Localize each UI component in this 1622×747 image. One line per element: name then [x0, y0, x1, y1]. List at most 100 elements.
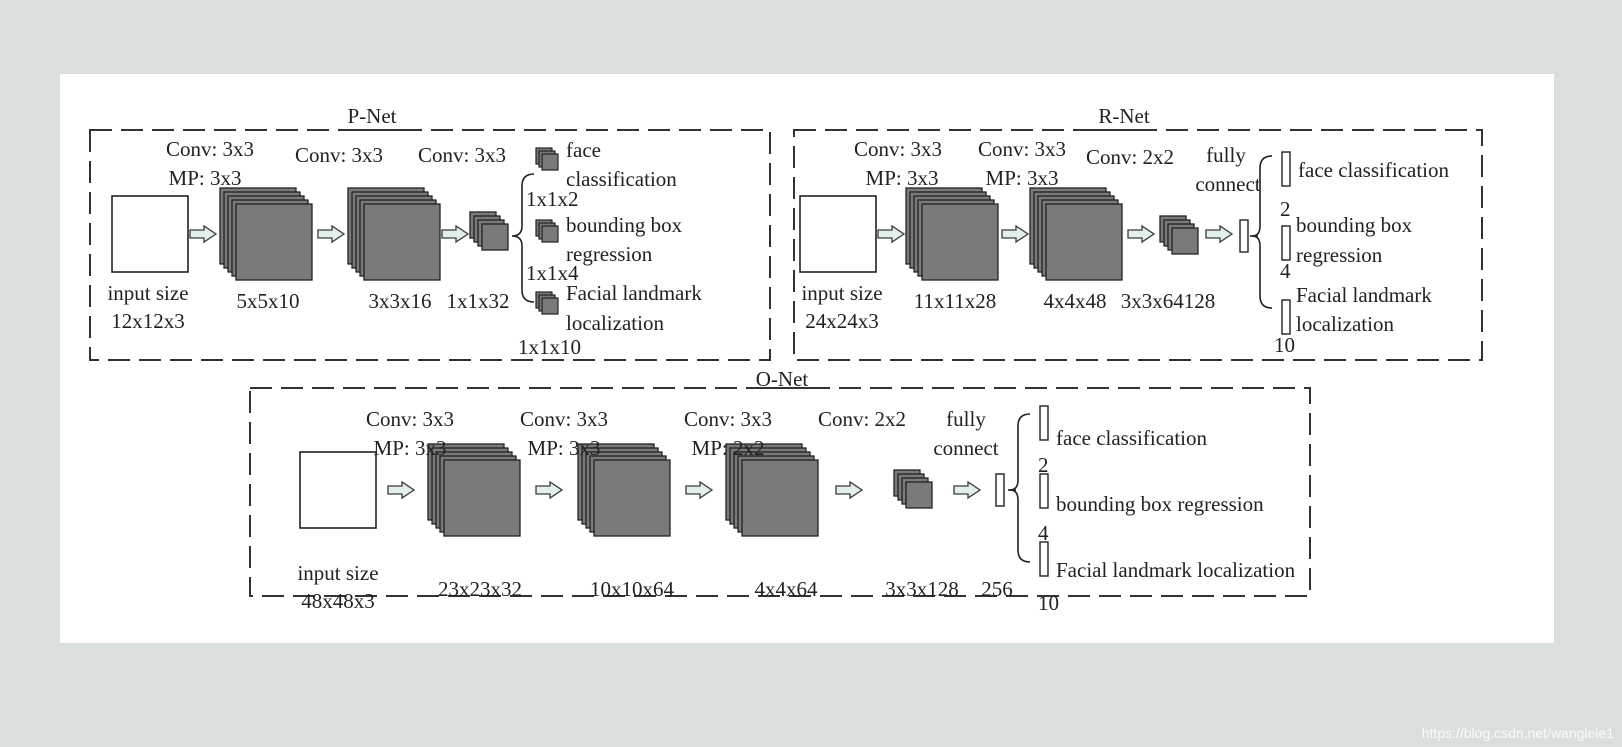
onet-layer3-mp: MP: 2x2: [692, 436, 765, 460]
onet-arrow-2: [535, 481, 563, 499]
pnet-feature-map-1: [219, 187, 313, 281]
rnet-feature-map-2: [1029, 187, 1123, 281]
onet-arrow-5: [953, 481, 981, 499]
pnet-feature-map-3: [469, 211, 509, 251]
rnet-out3-label: Facial landmark: [1296, 283, 1432, 307]
diagram-panel: P-Net: [60, 74, 1554, 643]
pnet-size-3: 1x1x32: [447, 289, 510, 313]
rnet-fc-label: fully: [1206, 143, 1246, 167]
onet-size-4: 3x3x128: [885, 577, 959, 601]
rnet-out3-vector: [1281, 299, 1291, 335]
onet-out3-label: Facial landmark localization: [1056, 558, 1296, 582]
rnet-arrow-1: [877, 225, 905, 243]
onet-out2-label: bounding box regression: [1056, 492, 1264, 516]
pnet-arrow-2: [317, 225, 345, 243]
rnet-feature-map-1: [905, 187, 999, 281]
onet-layer4-conv: Conv: 2x2: [818, 407, 906, 431]
pnet-out3-size: 1x1x10: [518, 335, 581, 359]
onet-arrow-4: [835, 481, 863, 499]
pnet-arrow-1: [189, 225, 217, 243]
pnet-out3-label: Facial landmark: [566, 281, 702, 305]
onet-input-label: input size: [297, 561, 378, 585]
onet-feature-map-1: [427, 443, 521, 537]
rnet-layer2-mp: MP: 3x3: [986, 166, 1059, 190]
onet-fc-label: fully: [946, 407, 986, 431]
rnet-title: R-Net: [1098, 104, 1149, 128]
onet-out3-size: 10: [1038, 591, 1059, 615]
mtcnn-architecture-diagram: P-Net: [89, 104, 1483, 615]
rnet-out1-vector: [1281, 151, 1291, 187]
pnet-input-size: 12x12x3: [111, 309, 185, 333]
onet-layer2-conv: Conv: 3x3: [520, 407, 608, 431]
rnet-input-size: 24x24x3: [805, 309, 879, 333]
pnet-size-1: 5x5x10: [237, 289, 300, 313]
onet-out1-vector: [1039, 405, 1049, 441]
rnet-arrow-3: [1127, 225, 1155, 243]
rnet-arrow-2: [1001, 225, 1029, 243]
onet-feature-map-3: [725, 443, 819, 537]
rnet-out1-size: 2: [1280, 197, 1291, 221]
onet-layer3-conv: Conv: 3x3: [684, 407, 772, 431]
pnet-layer1-mp: MP: 3x3: [169, 166, 242, 190]
rnet-out2-size: 4: [1280, 259, 1291, 283]
pnet-out2-label-2: regression: [566, 242, 653, 266]
pnet-out1-label-2: classification: [566, 167, 677, 191]
pnet-out1-label: face: [566, 138, 601, 162]
rnet-out3-label-2: localization: [1296, 312, 1394, 336]
rnet-fc-vector: [1239, 219, 1249, 253]
rnet-size-1: 11x11x28: [914, 289, 996, 313]
onet-out2-vector: [1039, 473, 1049, 509]
rnet-input-label: input size: [801, 281, 882, 305]
pnet-output-cube-2: [535, 219, 559, 243]
watermark: https://blog.csdn.net/wanglele1: [1421, 725, 1614, 741]
rnet-out1-label: face classification: [1298, 158, 1449, 182]
rnet-layer3-conv: Conv: 2x2: [1086, 145, 1174, 169]
rnet-size-3: 3x3x64128: [1121, 289, 1216, 313]
pnet-input-square: [111, 195, 189, 273]
pnet-out2-size: 1x1x4: [526, 261, 579, 285]
rnet-feature-map-3: [1159, 215, 1199, 255]
pnet-output-cube-3: [535, 291, 559, 315]
pnet-frame: [89, 129, 771, 361]
onet-size-2: 10x10x64: [590, 577, 675, 601]
onet-fc-vector: [995, 473, 1005, 507]
rnet-out3-size: 10: [1274, 333, 1295, 357]
rnet-layer2-conv: Conv: 3x3: [978, 137, 1066, 161]
rnet-layer1-conv: Conv: 3x3: [854, 137, 942, 161]
pnet-size-2: 3x3x16: [369, 289, 432, 313]
onet-layer1-mp: MP: 3x3: [374, 436, 447, 460]
pnet-layer1-conv: Conv: 3x3: [166, 137, 254, 161]
rnet-out2-label-2: regression: [1296, 243, 1383, 267]
onet-arrow-1: [387, 481, 415, 499]
rnet-block: R-Net: [793, 104, 1483, 361]
onet-size-3: 4x4x64: [755, 577, 819, 601]
pnet-out1-size: 1x1x2: [526, 187, 579, 211]
pnet-output-cube-1: [535, 147, 559, 171]
onet-fc-label-2: connect: [933, 436, 998, 460]
rnet-fc-label-2: connect: [1195, 172, 1260, 196]
onet-output-brace: [1009, 413, 1031, 563]
pnet-arrow-3: [441, 225, 469, 243]
pnet-out3-label-2: localization: [566, 311, 664, 335]
rnet-out2-label: bounding box: [1296, 213, 1413, 237]
rnet-out2-vector: [1281, 225, 1291, 261]
rnet-output-brace: [1251, 155, 1273, 309]
rnet-arrow-4: [1205, 225, 1233, 243]
onet-layer1-conv: Conv: 3x3: [366, 407, 454, 431]
pnet-title: P-Net: [348, 104, 397, 128]
pnet-input-label: input size: [107, 281, 188, 305]
onet-arrow-3: [685, 481, 713, 499]
onet-input-square: [299, 451, 377, 529]
pnet-layer2-conv: Conv: 3x3: [295, 143, 383, 167]
onet-out3-vector: [1039, 541, 1049, 577]
onet-block: O-Net: [249, 367, 1311, 615]
rnet-size-2: 4x4x48: [1044, 289, 1107, 313]
rnet-input-square: [799, 195, 877, 273]
rnet-layer1-mp: MP: 3x3: [866, 166, 939, 190]
pnet-output-brace: [511, 173, 535, 303]
onet-out1-label: face classification: [1056, 426, 1207, 450]
onet-feature-map-2: [577, 443, 671, 537]
pnet-layer3-conv: Conv: 3x3: [418, 143, 506, 167]
onet-out2-size: 4: [1038, 521, 1049, 545]
onet-input-size: 48x48x3: [301, 589, 375, 613]
